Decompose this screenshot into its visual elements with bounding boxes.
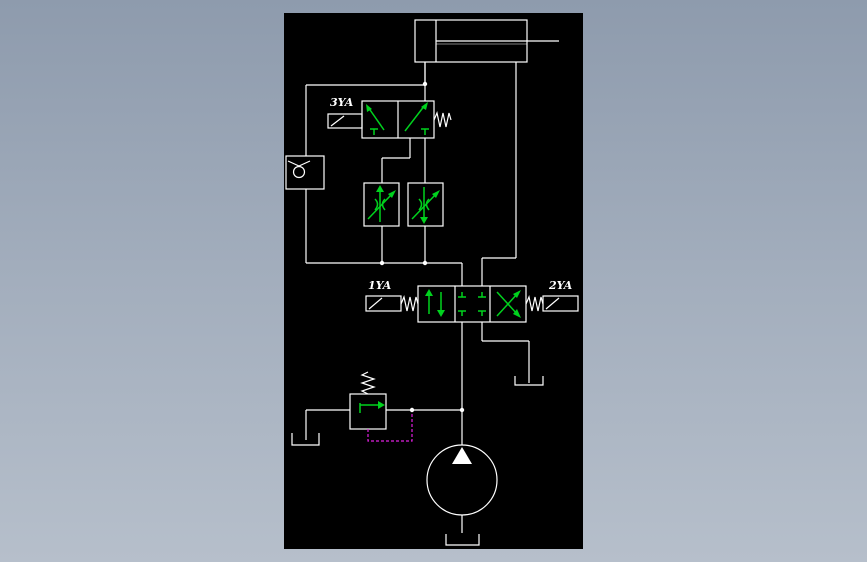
hydraulic-diagram-canvas: 3YA: [284, 13, 583, 549]
tank-symbol-left: [291, 433, 320, 446]
directional-valve-1ya-2ya: [365, 285, 579, 323]
throttle-valve-left: [363, 182, 400, 227]
label-2ya: 2YA: [548, 279, 573, 292]
hydraulic-pump: [426, 444, 498, 516]
label-1ya: 1YA: [368, 279, 392, 292]
hydraulic-cylinder: [414, 19, 559, 63]
relief-valve: [349, 371, 387, 430]
throttle-valve-right: [407, 182, 444, 227]
pilot-line: [367, 412, 413, 442]
check-valve: [285, 155, 325, 190]
label-3ya: 3YA: [330, 96, 354, 109]
tank-symbol-right: [514, 376, 544, 386]
solenoid-valve-3ya: [327, 100, 452, 139]
tank-symbol-bottom: [445, 534, 480, 546]
